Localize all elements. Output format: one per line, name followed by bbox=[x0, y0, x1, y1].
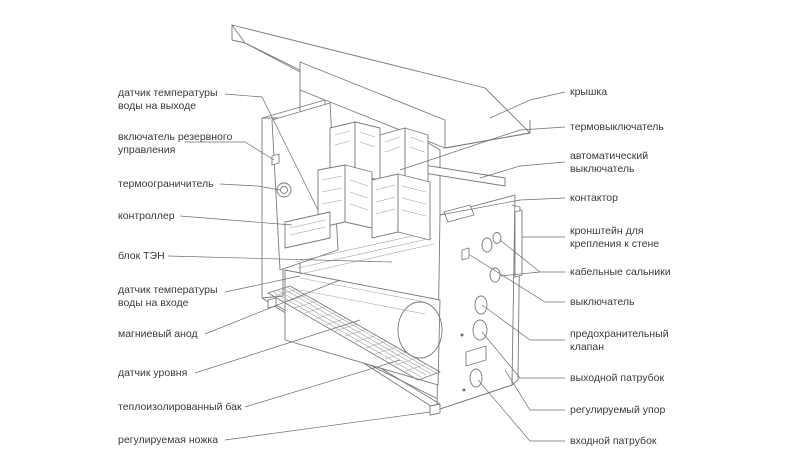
heater-rods bbox=[294, 231, 435, 275]
label-level-sensor: датчик уровня bbox=[118, 367, 188, 379]
label-magnesium-anode: магниевый анод bbox=[118, 328, 198, 340]
thermal-limiter-knob bbox=[276, 182, 292, 198]
label-outlet-pipe: выходной патрубок bbox=[570, 372, 665, 384]
label-inlet-temp-sensor: датчик температуры воды на входе bbox=[118, 284, 218, 309]
label-thermal-limiter: термоограничитель bbox=[118, 178, 214, 190]
label-circuit-breaker: автоматический выключатель bbox=[570, 150, 649, 175]
label-adjustable-stop: регулируемый упор bbox=[570, 404, 666, 416]
label-outlet-temp-sensor: датчик температуры воды на выходе bbox=[118, 87, 218, 112]
breakers bbox=[317, 121, 431, 241]
controller-display bbox=[284, 211, 331, 249]
leader-lines-left bbox=[167, 93, 431, 441]
water-heater-drawing bbox=[231, 24, 531, 416]
label-insulated-tank: теплоизолированный бак bbox=[118, 401, 242, 413]
label-backup-switch: включатель резервного управления bbox=[118, 131, 233, 156]
bottom-grid bbox=[267, 285, 441, 381]
label-cable-glands: кабельные сальники bbox=[570, 266, 671, 278]
wall-bracket-plate bbox=[514, 209, 523, 278]
label-controller: контроллер bbox=[118, 210, 175, 222]
label-safety-valve: предохранительный клапан bbox=[570, 328, 669, 353]
label-inlet-pipe: входной патрубок bbox=[570, 435, 657, 447]
side-ports bbox=[460, 232, 502, 392]
label-heater-block: блок ТЭН bbox=[118, 250, 165, 262]
label-power-switch: выключатель bbox=[570, 296, 635, 308]
leader-lines-right bbox=[399, 91, 566, 442]
label-thermal-switch: термовыключатель bbox=[570, 121, 664, 133]
foot-right bbox=[429, 403, 441, 416]
label-cover: крышка bbox=[570, 86, 608, 98]
foot-left bbox=[267, 297, 277, 309]
label-adjustable-foot: регулируемая ножка bbox=[118, 434, 219, 446]
label-contactor: контактор bbox=[570, 192, 618, 204]
label-wall-bracket: кронштейн для крепления к стене bbox=[570, 225, 660, 250]
